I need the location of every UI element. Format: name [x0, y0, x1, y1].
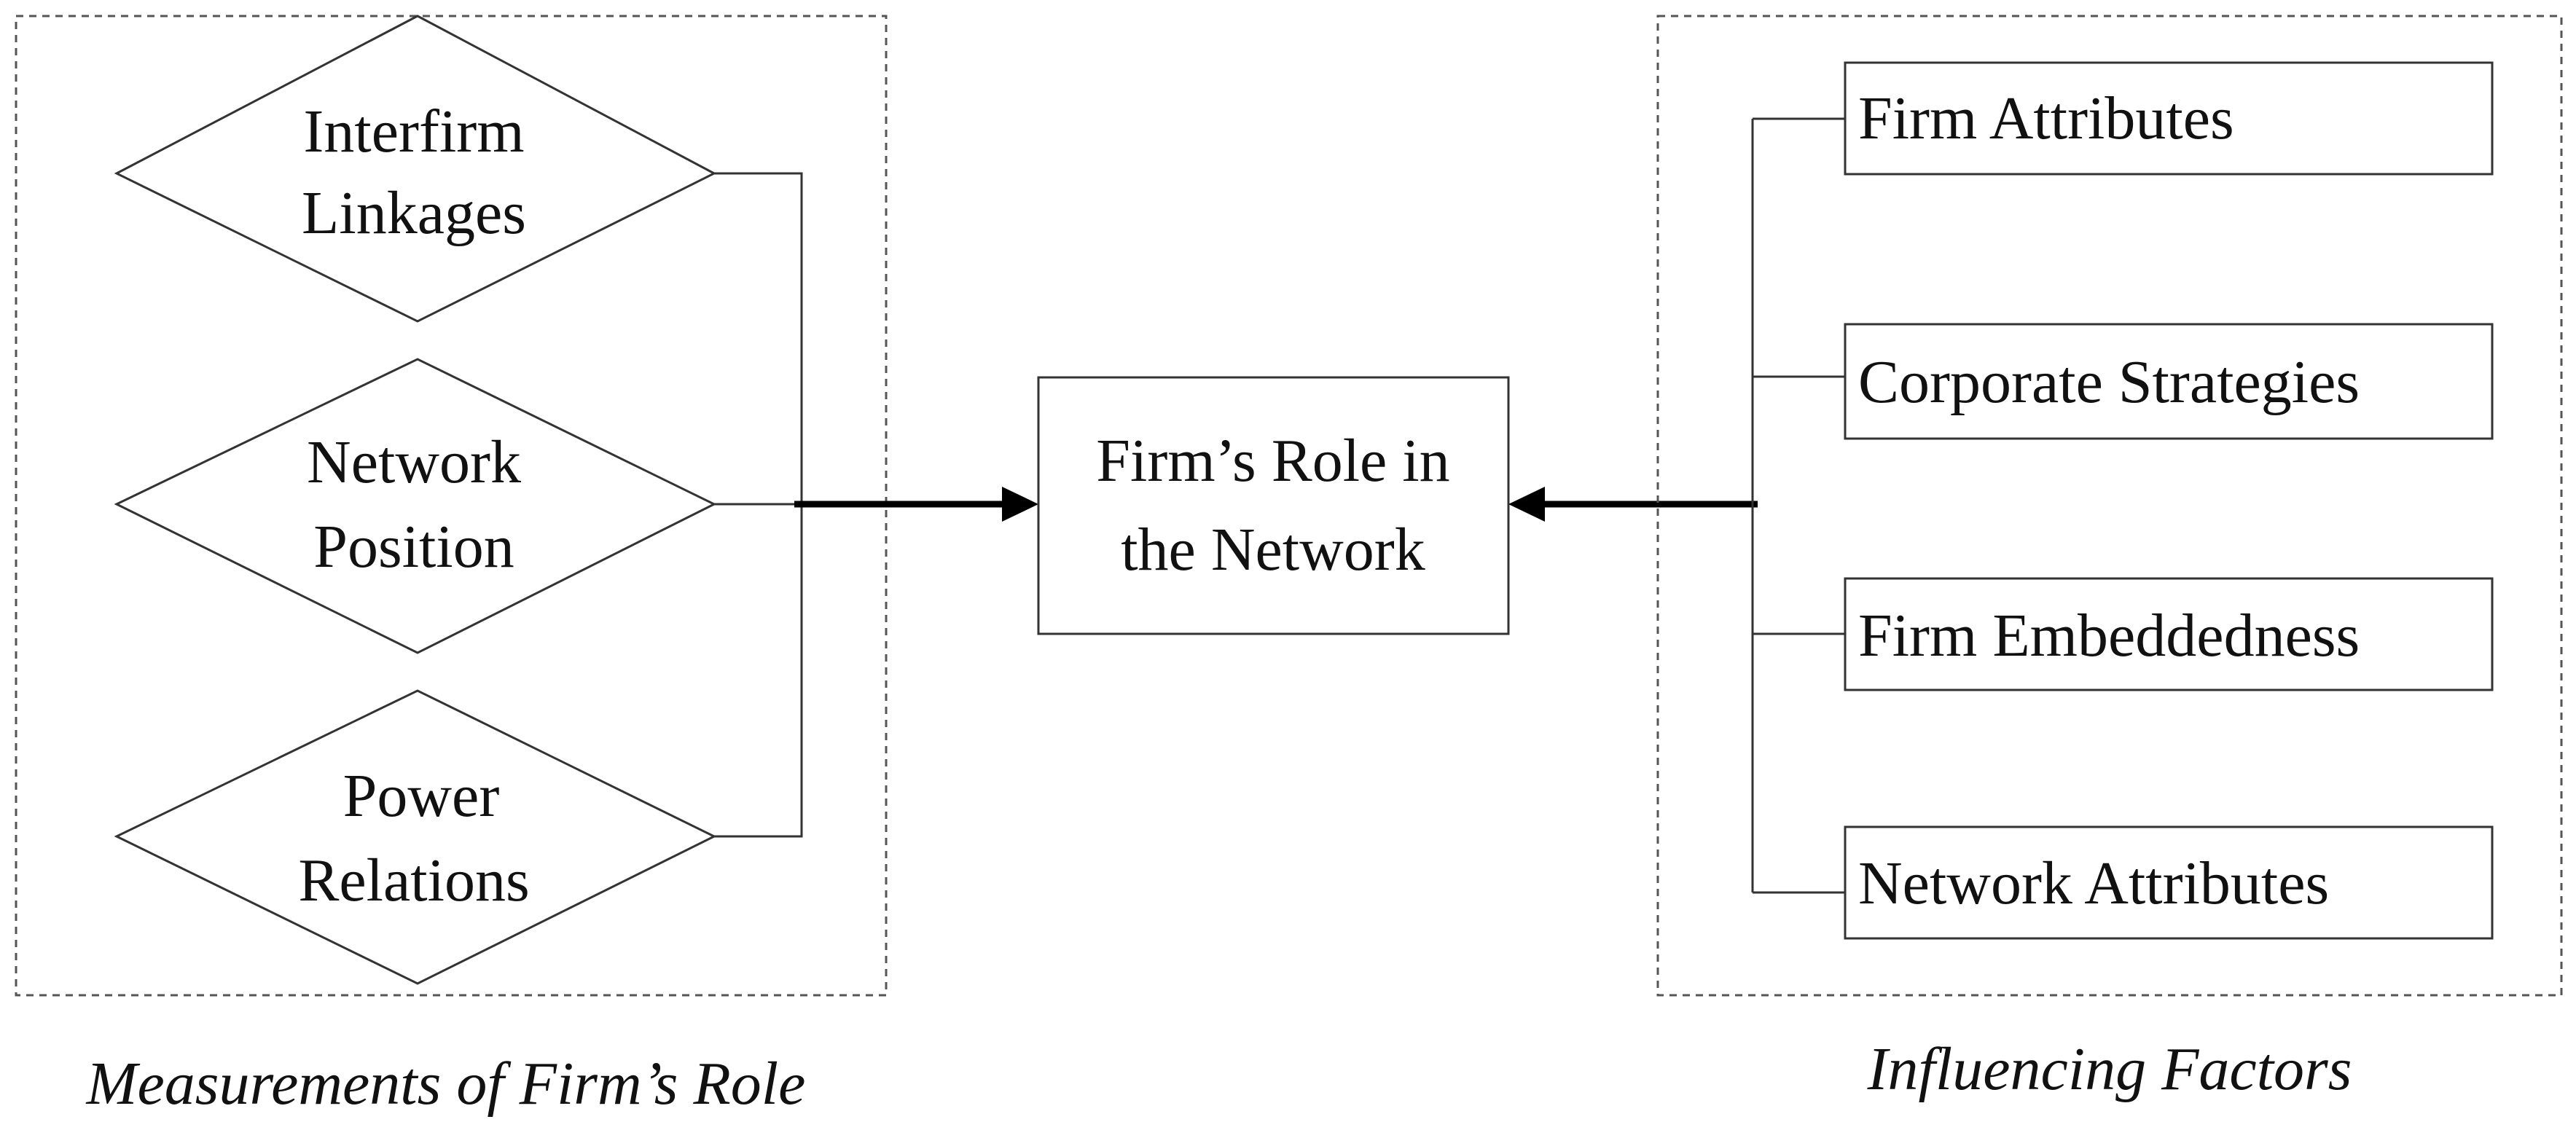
center-label-line1: Firm’s Role in — [1096, 427, 1449, 495]
factors-group-box — [1656, 15, 2563, 997]
factor-box-firm-attributes — [1844, 61, 2494, 176]
factor-label-firm-embeddedness: Firm Embeddedness — [1858, 602, 2360, 670]
factors-arrowhead — [1508, 487, 1545, 522]
measurement-label-interfirm-linkages-line2: Linkages — [302, 179, 526, 247]
factor-box-network-attributes — [1844, 825, 2494, 940]
factor-label-corporate-strategies: Corporate Strategies — [1858, 348, 2360, 416]
factor-box-firm-embeddedness — [1844, 577, 2494, 691]
measurement-label-interfirm-linkages-line1: Interfirm — [303, 98, 524, 165]
center-box — [1037, 376, 1510, 635]
measurement-label-power-relations-line1: Power — [343, 762, 500, 830]
factor-box-corporate-strategies — [1844, 323, 2494, 440]
measurements-group-box — [15, 15, 888, 997]
measurements-arrowhead — [1002, 487, 1038, 522]
measurement-diamond-power-relations — [114, 689, 717, 985]
measurement-label-network-position-line1: Network — [307, 428, 521, 496]
measurements-caption: Measurements of Firm’s Role — [86, 1050, 806, 1118]
measurement-label-network-position-line2: Position — [313, 513, 514, 581]
measurement-diamond-network-position — [114, 358, 717, 654]
factor-label-network-attributes: Network Attributes — [1858, 850, 2329, 917]
measurement-diamond-interfirm-linkages — [114, 15, 717, 323]
center-label-line2: the Network — [1121, 516, 1425, 584]
factors-caption: Influencing Factors — [1867, 1035, 2352, 1103]
measurement-label-power-relations-line2: Relations — [298, 847, 529, 914]
factor-label-firm-attributes: Firm Attributes — [1858, 85, 2234, 152]
